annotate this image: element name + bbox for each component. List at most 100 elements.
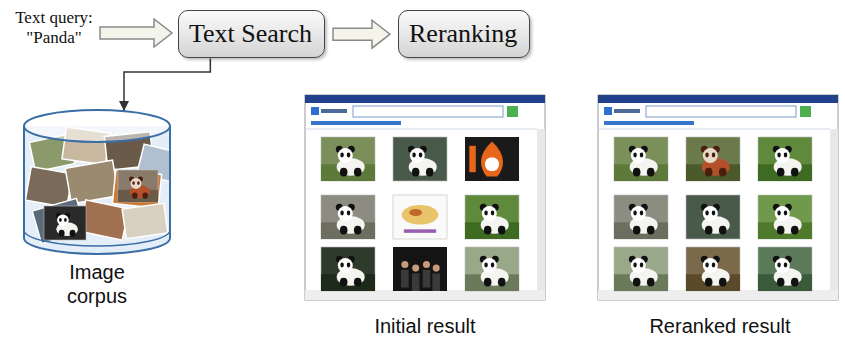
thumbnail bbox=[758, 247, 812, 291]
figure bbox=[401, 270, 409, 288]
panda-eye bbox=[712, 153, 716, 158]
panda-eye bbox=[705, 263, 709, 268]
thumbnail bbox=[321, 137, 375, 181]
photo bbox=[65, 160, 119, 204]
panda-leg bbox=[340, 168, 348, 177]
node-label: Text Search bbox=[189, 16, 314, 52]
thumb-bg bbox=[758, 195, 812, 239]
caption-label: Initial result bbox=[325, 314, 525, 338]
figure bbox=[412, 273, 420, 291]
panda-leg bbox=[633, 226, 641, 235]
thumb-bg bbox=[321, 195, 375, 239]
panda-eye bbox=[784, 211, 788, 216]
thumb-bg bbox=[686, 247, 740, 291]
panda-leg bbox=[633, 168, 641, 177]
thumb-bg bbox=[118, 170, 158, 202]
panda-eye bbox=[784, 263, 788, 268]
process-box: Text Search bbox=[178, 10, 325, 58]
panda-eye bbox=[712, 211, 716, 216]
photo bbox=[122, 203, 168, 239]
panda-eye bbox=[640, 211, 644, 216]
thumbnail bbox=[321, 247, 375, 291]
thumbnail bbox=[686, 195, 740, 239]
panda-leg bbox=[719, 168, 727, 177]
panda-head bbox=[775, 258, 790, 273]
thumbnail bbox=[465, 137, 519, 181]
reranked-result-screenshot bbox=[598, 95, 838, 300]
cylinder-top bbox=[24, 110, 170, 142]
panda-eye bbox=[347, 211, 351, 216]
panda-eye bbox=[777, 211, 781, 216]
panda-eye bbox=[777, 263, 781, 268]
thumbnail bbox=[465, 195, 519, 239]
thumb-bg bbox=[393, 137, 447, 181]
panda-eye bbox=[340, 263, 344, 268]
panda-leg bbox=[777, 226, 785, 235]
top-bar bbox=[598, 95, 838, 103]
panda-eye bbox=[484, 263, 488, 268]
status-bar bbox=[305, 290, 545, 300]
database-cylinder: Image corpus bbox=[22, 108, 172, 318]
panda-leg bbox=[142, 192, 148, 198]
thumb-bg bbox=[44, 206, 86, 240]
panda-head bbox=[338, 206, 353, 221]
panda-leg bbox=[791, 278, 799, 287]
panda-eye bbox=[340, 153, 344, 158]
window-frame bbox=[305, 95, 545, 300]
search-field bbox=[646, 106, 796, 117]
panda-leg bbox=[70, 230, 76, 237]
panda-head bbox=[482, 206, 497, 221]
thumb-bg bbox=[465, 247, 519, 291]
panda-eye bbox=[712, 263, 716, 268]
thumb-bg bbox=[321, 247, 375, 291]
panda-leg bbox=[705, 168, 713, 177]
panda-leg bbox=[354, 168, 362, 177]
panda-head bbox=[703, 258, 718, 273]
panda-leg bbox=[132, 192, 138, 198]
panda-leg bbox=[791, 226, 799, 235]
tab-bar bbox=[311, 121, 401, 125]
image-collage bbox=[25, 127, 172, 244]
logo-mark bbox=[604, 107, 612, 115]
panda-eye bbox=[633, 263, 637, 268]
logo-bar bbox=[321, 109, 347, 113]
divider bbox=[305, 129, 537, 130]
logo-bar bbox=[614, 109, 640, 113]
panda-eye bbox=[705, 153, 709, 158]
logo-mark bbox=[311, 107, 319, 115]
thumb-bg bbox=[758, 247, 812, 291]
cylinder-shape bbox=[22, 108, 172, 258]
photo bbox=[32, 198, 86, 243]
panda-leg bbox=[498, 278, 506, 287]
panda-eye bbox=[633, 153, 637, 158]
panda-eye bbox=[412, 153, 416, 158]
face bbox=[423, 261, 430, 268]
window-frame bbox=[598, 95, 838, 300]
thumbnail bbox=[44, 206, 86, 240]
photo bbox=[79, 200, 129, 240]
panda-eye bbox=[484, 211, 488, 216]
panda-head bbox=[631, 148, 646, 163]
node-label: Image corpus bbox=[51, 260, 143, 308]
panda-leg bbox=[705, 278, 713, 287]
panda-head bbox=[410, 148, 425, 163]
search-button bbox=[507, 106, 518, 117]
thumb-bg bbox=[465, 195, 519, 239]
panda-head bbox=[131, 178, 142, 189]
process-box: Reranking bbox=[398, 10, 530, 58]
panda-head bbox=[338, 148, 353, 163]
panda-eye bbox=[59, 218, 62, 222]
search-button bbox=[800, 106, 811, 117]
cylinder-rim bbox=[24, 230, 170, 246]
thumbnail bbox=[614, 137, 668, 181]
panda-eye bbox=[137, 181, 140, 185]
panda-eye bbox=[633, 211, 637, 216]
face bbox=[433, 265, 440, 272]
thumb-bg bbox=[758, 137, 812, 181]
panda-leg bbox=[59, 230, 65, 237]
thumbnail bbox=[614, 195, 668, 239]
panda-eye bbox=[419, 153, 423, 158]
top-bar bbox=[305, 95, 545, 103]
panda-eye bbox=[777, 153, 781, 158]
